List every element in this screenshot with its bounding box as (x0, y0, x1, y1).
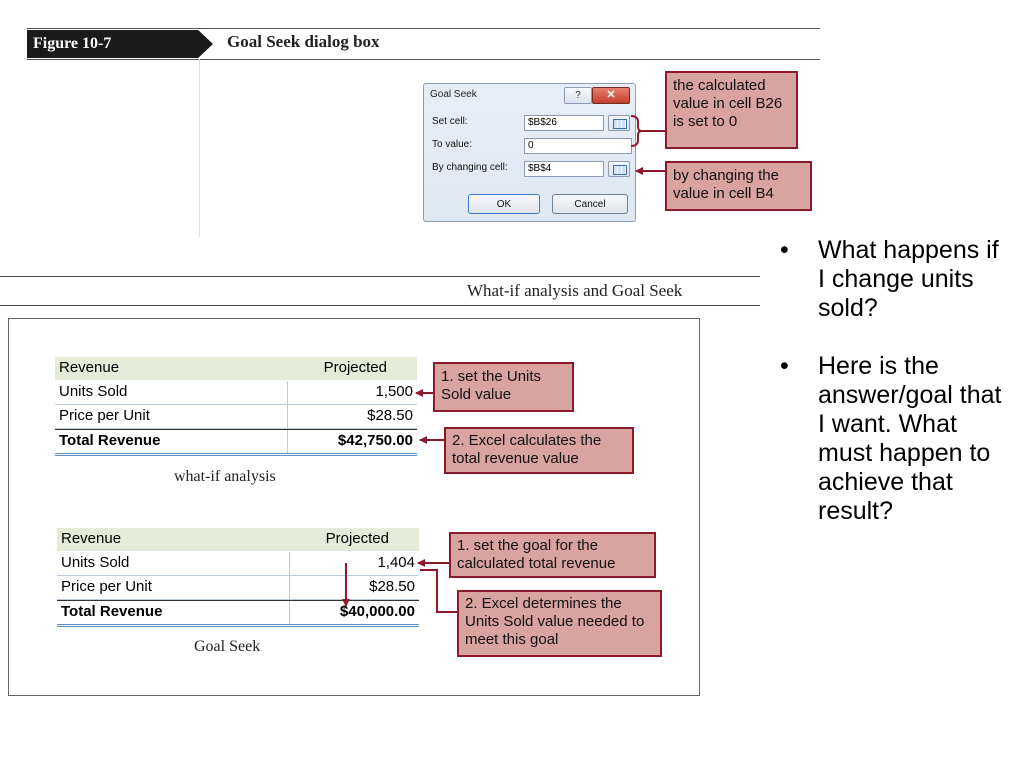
set-cell-input[interactable]: $B$26 (524, 115, 604, 131)
section-bottom-rule (0, 305, 760, 306)
ok-button[interactable]: OK (468, 194, 540, 214)
goalseek-caption: Goal Seek (194, 638, 261, 655)
table-header-row: Revenue Projected (57, 528, 419, 551)
dialog-close-button[interactable]: ✕ (592, 87, 630, 104)
goal-seek-dialog: Goal Seek ? ✕ Set cell: $B$26 To value: … (423, 83, 636, 222)
bullet-item: • Here is the answer/goal that I want. W… (780, 352, 1010, 526)
by-changing-cell-label: By changing cell: (432, 162, 508, 173)
total-label: Total Revenue (61, 603, 163, 620)
callout-set-cell: the calculated value in cell B26 is set … (665, 71, 798, 149)
section-title: What-if analysis and Goal Seek (467, 281, 683, 300)
to-value-input[interactable]: 0 (524, 138, 632, 154)
figure-box (8, 318, 700, 696)
by-changing-range-picker-icon[interactable] (608, 161, 630, 177)
header-projected: Projected (325, 530, 389, 547)
cancel-button[interactable]: Cancel (552, 194, 628, 214)
dialog-help-button[interactable]: ? (564, 87, 592, 104)
callout-goal-set: 1. set the goal for the calculated total… (449, 532, 656, 578)
row-value: $28.50 (367, 407, 413, 424)
figure-top-rule (27, 28, 820, 29)
whatif-table: Revenue Projected Units Sold 1,500 Price… (55, 357, 417, 457)
row-value: 1,500 (375, 383, 413, 400)
figure-divider (199, 59, 200, 237)
set-cell-label: Set cell: (432, 116, 468, 127)
total-label: Total Revenue (59, 432, 161, 449)
table-row: Price per Unit $28.50 (55, 405, 417, 429)
by-changing-cell-input[interactable]: $B$4 (524, 161, 604, 177)
table-row: Units Sold 1,404 (57, 552, 419, 576)
callout-changing-cell: by changing the value in cell B4 (665, 161, 812, 211)
section-top-rule (0, 276, 760, 277)
total-value: $42,750.00 (337, 432, 413, 449)
row-label: Units Sold (59, 383, 128, 400)
total-value: $40,000.00 (339, 603, 415, 620)
set-cell-range-picker-icon[interactable] (608, 115, 630, 131)
bullet-list: • What happens if I change units sold? •… (780, 236, 1010, 555)
bullet-item: • What happens if I change units sold? (780, 236, 1010, 323)
figure-title: Goal Seek dialog box (227, 32, 380, 51)
bullet-dot: • (780, 352, 789, 380)
dialog-title: Goal Seek (430, 89, 477, 100)
brace-set-cell (630, 115, 643, 147)
row-label: Price per Unit (61, 578, 152, 595)
callout-whatif-set-units: 1. set the Units Sold value (433, 362, 574, 412)
row-value: 1,404 (377, 554, 415, 571)
bullet-text: Here is the answer/goal that I want. Wha… (818, 352, 1002, 525)
header-projected: Projected (323, 359, 387, 376)
whatif-caption: what-if analysis (174, 468, 276, 485)
header-revenue: Revenue (59, 359, 120, 376)
header-revenue: Revenue (61, 530, 122, 547)
bullet-text: What happens if I change units sold? (818, 236, 999, 322)
total-row: Total Revenue $42,750.00 (55, 429, 417, 456)
row-value: $28.50 (369, 578, 415, 595)
bullet-dot: • (780, 236, 789, 264)
table-row: Units Sold 1,500 (55, 381, 417, 405)
total-row: Total Revenue $40,000.00 (57, 600, 419, 627)
row-label: Price per Unit (59, 407, 150, 424)
callout-whatif-excel-calculates: 2. Excel calculates the total revenue va… (444, 427, 634, 474)
row-label: Units Sold (61, 554, 130, 571)
table-header-row: Revenue Projected (55, 357, 417, 380)
figure-bottom-rule (27, 59, 820, 60)
figure-label: Figure 10-7 (27, 30, 213, 58)
callout-goal-excel-determines: 2. Excel determines the Units Sold value… (457, 590, 662, 657)
to-value-label: To value: (432, 139, 473, 150)
goalseek-table: Revenue Projected Units Sold 1,404 Price… (57, 528, 419, 628)
table-row: Price per Unit $28.50 (57, 576, 419, 600)
connector-goal-determines (420, 569, 457, 613)
